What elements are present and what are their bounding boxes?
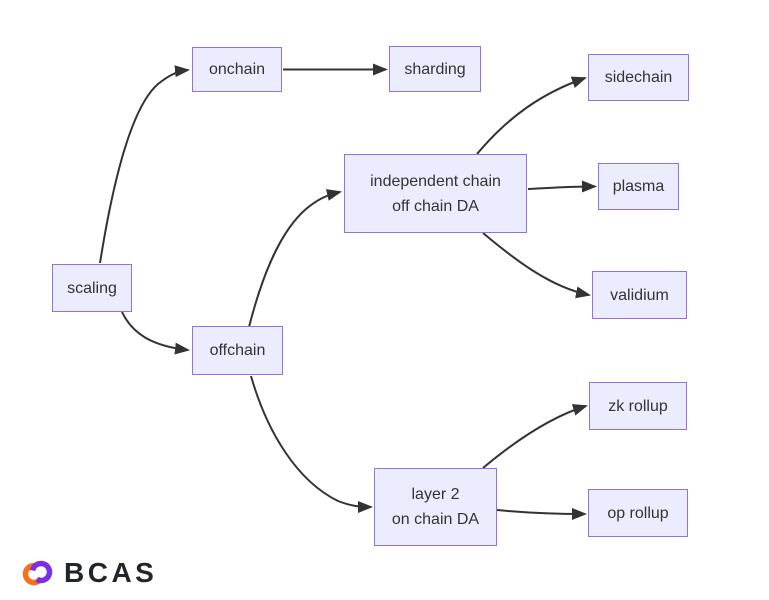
edge-layer-2-to-zk-rollup	[482, 404, 588, 469]
bcas-logo: BCAS	[22, 556, 157, 589]
node-sidechain: sidechain	[588, 54, 689, 101]
node-label: independent chain	[370, 172, 501, 190]
node-independent-chain: independent chain off chain DA	[344, 154, 527, 233]
edge-scaling-to-offchain	[121, 311, 190, 355]
node-onchain: onchain	[192, 47, 282, 92]
node-sharding: sharding	[389, 46, 481, 92]
logo-purple-arc	[29, 560, 53, 584]
bcas-logo-icon	[22, 560, 53, 586]
edge-offchain-to-independent-chain	[248, 189, 342, 328]
edge-scaling-to-onchain	[99, 65, 190, 264]
node-scaling: scaling	[52, 264, 132, 312]
node-label: off chain DA	[392, 197, 479, 215]
node-validium: validium	[592, 271, 687, 319]
node-offchain: offchain	[192, 326, 283, 375]
node-plasma: plasma	[598, 163, 679, 210]
node-label: validium	[610, 286, 669, 304]
node-zk-rollup: zk rollup	[589, 382, 687, 430]
node-label: sharding	[404, 60, 466, 78]
node-label: layer 2	[411, 486, 460, 503]
node-label: on chain DA	[391, 511, 480, 528]
node-label: op rollup	[607, 504, 669, 522]
edge-layer-2-to-op-rollup	[496, 507, 587, 520]
logo-text: BCAS	[64, 556, 158, 588]
node-label: offchain	[209, 342, 266, 359]
node-layer-2: layer 2 on chain DA	[374, 468, 497, 546]
edge-independent-chain-to-sidechain	[476, 76, 587, 155]
node-label: plasma	[612, 178, 665, 195]
node-label: scaling	[67, 279, 117, 297]
node-op-rollup: op rollup	[588, 489, 688, 537]
edge-independent-chain-to-plasma	[527, 180, 597, 193]
node-label: zk rollup	[608, 397, 668, 415]
edge-independent-chain-to-validium	[482, 232, 591, 299]
node-label: sidechain	[604, 69, 673, 86]
node-label: onchain	[208, 61, 266, 78]
edge-offchain-to-layer-2	[250, 375, 373, 513]
